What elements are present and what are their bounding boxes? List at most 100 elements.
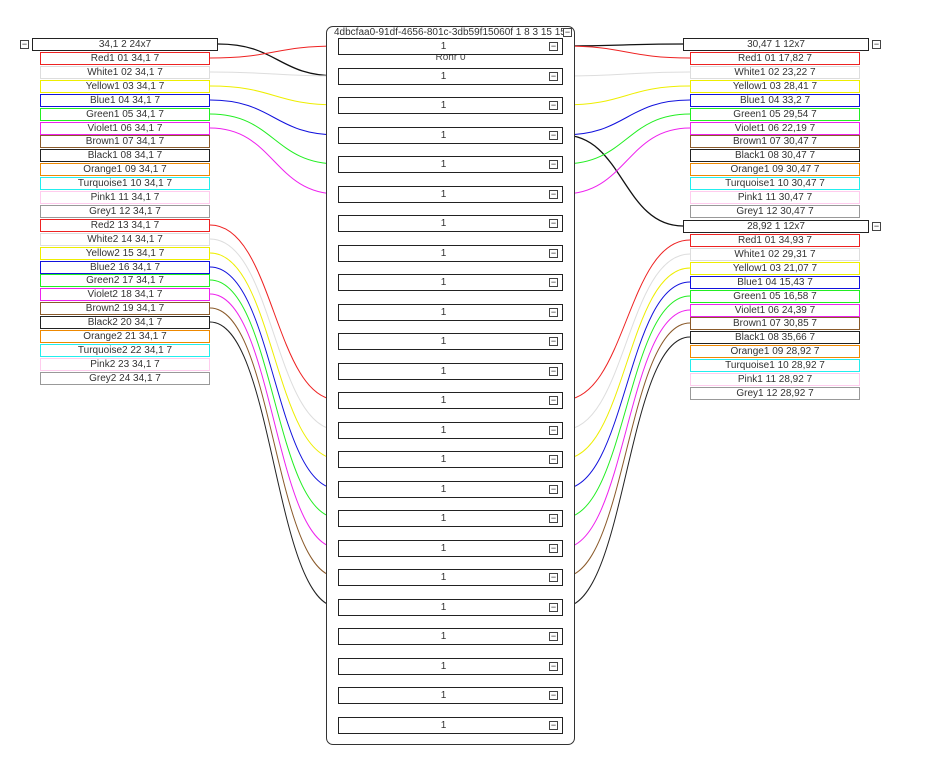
- fiber-row[interactable]: Red1 01 17,82 7: [690, 52, 860, 65]
- fiber-row[interactable]: Green2 17 34,1 7: [40, 274, 210, 287]
- fiber-row[interactable]: Green1 05 16,58 7: [690, 290, 860, 303]
- fiber-row[interactable]: Grey1 12 28,92 7: [690, 387, 860, 400]
- slot-collapse-icon[interactable]: −: [549, 631, 558, 641]
- fiber-row[interactable]: Turquoise2 22 34,1 7: [40, 344, 210, 357]
- fiber-row[interactable]: Blue1 04 34,1 7: [40, 94, 210, 107]
- pipe-slot[interactable]: 1−: [338, 392, 563, 409]
- fiber-row[interactable]: Grey1 12 30,47 7: [690, 205, 860, 218]
- pipe-collapse-icon[interactable]: −: [563, 27, 572, 37]
- cable-collapse-icon[interactable]: −: [20, 39, 29, 49]
- pipe-slot[interactable]: 1−: [338, 599, 563, 616]
- fiber-row[interactable]: Violet2 18 34,1 7: [40, 288, 210, 301]
- fiber-row[interactable]: White1 02 34,1 7: [40, 66, 210, 79]
- slot-collapse-icon[interactable]: −: [549, 41, 558, 51]
- fiber-row[interactable]: Violet1 06 22,19 7: [690, 122, 860, 135]
- pipe-slot[interactable]: 1−: [338, 628, 563, 645]
- pipe-slot[interactable]: 1−: [338, 333, 563, 350]
- fiber-row[interactable]: Grey1 12 34,1 7: [40, 205, 210, 218]
- fiber-row[interactable]: Blue1 04 33,2 7: [690, 94, 860, 107]
- pipe-slot[interactable]: 1−: [338, 127, 563, 144]
- slot-collapse-icon[interactable]: −: [549, 336, 558, 346]
- fiber-row[interactable]: Black1 08 34,1 7: [40, 149, 210, 162]
- pipe-slot[interactable]: 1−: [338, 68, 563, 85]
- slot-collapse-icon[interactable]: −: [549, 661, 558, 671]
- fiber-row[interactable]: Orange1 09 28,92 7: [690, 345, 860, 358]
- cable-header-left-cable[interactable]: 34,1 2 24x7: [32, 38, 218, 51]
- fiber-row[interactable]: Yellow1 03 34,1 7: [40, 80, 210, 93]
- cable-header-right-cable-a[interactable]: 30,47 1 12x7: [683, 38, 869, 51]
- pipe-slot[interactable]: 1−: [338, 38, 563, 55]
- slot-collapse-icon[interactable]: −: [549, 189, 558, 199]
- cable-collapse-icon[interactable]: −: [872, 221, 881, 231]
- fiber-row[interactable]: Brown1 07 34,1 7: [40, 135, 210, 148]
- fiber-row[interactable]: Brown1 07 30,85 7: [690, 317, 860, 330]
- fiber-row[interactable]: Green1 05 29,54 7: [690, 108, 860, 121]
- slot-collapse-icon[interactable]: −: [549, 366, 558, 376]
- pipe-slot[interactable]: 1−: [338, 186, 563, 203]
- slot-collapse-icon[interactable]: −: [549, 218, 558, 228]
- slot-collapse-icon[interactable]: −: [549, 543, 558, 553]
- fiber-row[interactable]: Orange1 09 30,47 7: [690, 163, 860, 176]
- fiber-row[interactable]: Yellow1 03 28,41 7: [690, 80, 860, 93]
- fiber-row[interactable]: Green1 05 34,1 7: [40, 108, 210, 121]
- slot-collapse-icon[interactable]: −: [549, 277, 558, 287]
- pipe-slot[interactable]: 1−: [338, 422, 563, 439]
- fiber-row[interactable]: Black1 08 35,66 7: [690, 331, 860, 344]
- slot-collapse-icon[interactable]: −: [549, 248, 558, 258]
- slot-collapse-icon[interactable]: −: [549, 602, 558, 612]
- fiber-row[interactable]: Red2 13 34,1 7: [40, 219, 210, 232]
- pipe-slot[interactable]: 1−: [338, 156, 563, 173]
- fiber-row[interactable]: Pink1 11 28,92 7: [690, 373, 860, 386]
- pipe-slot[interactable]: 1−: [338, 363, 563, 380]
- fiber-row[interactable]: Yellow2 15 34,1 7: [40, 247, 210, 260]
- fiber-row[interactable]: Orange2 21 34,1 7: [40, 330, 210, 343]
- pipe-slot[interactable]: 1−: [338, 304, 563, 321]
- slot-collapse-icon[interactable]: −: [549, 100, 558, 110]
- slot-collapse-icon[interactable]: −: [549, 307, 558, 317]
- fiber-row[interactable]: White2 14 34,1 7: [40, 233, 210, 246]
- pipe-slot[interactable]: 1−: [338, 481, 563, 498]
- fiber-row[interactable]: Turquoise1 10 28,92 7: [690, 359, 860, 372]
- slot-collapse-icon[interactable]: −: [549, 159, 558, 169]
- fiber-row[interactable]: Violet1 06 24,39 7: [690, 304, 860, 317]
- pipe-slot[interactable]: 1−: [338, 687, 563, 704]
- pipe-slot[interactable]: 1−: [338, 274, 563, 291]
- fiber-row[interactable]: Yellow1 03 21,07 7: [690, 262, 860, 275]
- slot-collapse-icon[interactable]: −: [549, 513, 558, 523]
- slot-collapse-icon[interactable]: −: [549, 572, 558, 582]
- fiber-row[interactable]: Black1 08 30,47 7: [690, 149, 860, 162]
- slot-collapse-icon[interactable]: −: [549, 130, 558, 140]
- fiber-row[interactable]: Violet1 06 34,1 7: [40, 122, 210, 135]
- fiber-row[interactable]: White1 02 23,22 7: [690, 66, 860, 79]
- fiber-row[interactable]: Turquoise1 10 34,1 7: [40, 177, 210, 190]
- pipe-slot[interactable]: 1−: [338, 540, 563, 557]
- fiber-row[interactable]: Pink2 23 34,1 7: [40, 358, 210, 371]
- pipe-slot[interactable]: 1−: [338, 451, 563, 468]
- fiber-row[interactable]: Pink1 11 34,1 7: [40, 191, 210, 204]
- slot-collapse-icon[interactable]: −: [549, 484, 558, 494]
- fiber-row[interactable]: Blue1 04 15,43 7: [690, 276, 860, 289]
- fiber-row[interactable]: Blue2 16 34,1 7: [40, 261, 210, 274]
- pipe-slot[interactable]: 1−: [338, 569, 563, 586]
- pipe-slot[interactable]: 1−: [338, 97, 563, 114]
- fiber-row[interactable]: Brown1 07 30,47 7: [690, 135, 860, 148]
- slot-collapse-icon[interactable]: −: [549, 454, 558, 464]
- slot-collapse-icon[interactable]: −: [549, 395, 558, 405]
- pipe-slot[interactable]: 1−: [338, 215, 563, 232]
- fiber-row[interactable]: Grey2 24 34,1 7: [40, 372, 210, 385]
- fiber-row[interactable]: Pink1 11 30,47 7: [690, 191, 860, 204]
- pipe-slot[interactable]: 1−: [338, 658, 563, 675]
- cable-collapse-icon[interactable]: −: [872, 39, 881, 49]
- fiber-row[interactable]: Brown2 19 34,1 7: [40, 302, 210, 315]
- cable-header-right-cable-b[interactable]: 28,92 1 12x7: [683, 220, 869, 233]
- slot-collapse-icon[interactable]: −: [549, 71, 558, 81]
- fiber-row[interactable]: Turquoise1 10 30,47 7: [690, 177, 860, 190]
- pipe-container[interactable]: [326, 26, 575, 745]
- pipe-slot[interactable]: 1−: [338, 717, 563, 734]
- slot-collapse-icon[interactable]: −: [549, 720, 558, 730]
- slot-collapse-icon[interactable]: −: [549, 690, 558, 700]
- pipe-slot[interactable]: 1−: [338, 245, 563, 262]
- fiber-row[interactable]: White1 02 29,31 7: [690, 248, 860, 261]
- fiber-row[interactable]: Black2 20 34,1 7: [40, 316, 210, 329]
- slot-collapse-icon[interactable]: −: [549, 425, 558, 435]
